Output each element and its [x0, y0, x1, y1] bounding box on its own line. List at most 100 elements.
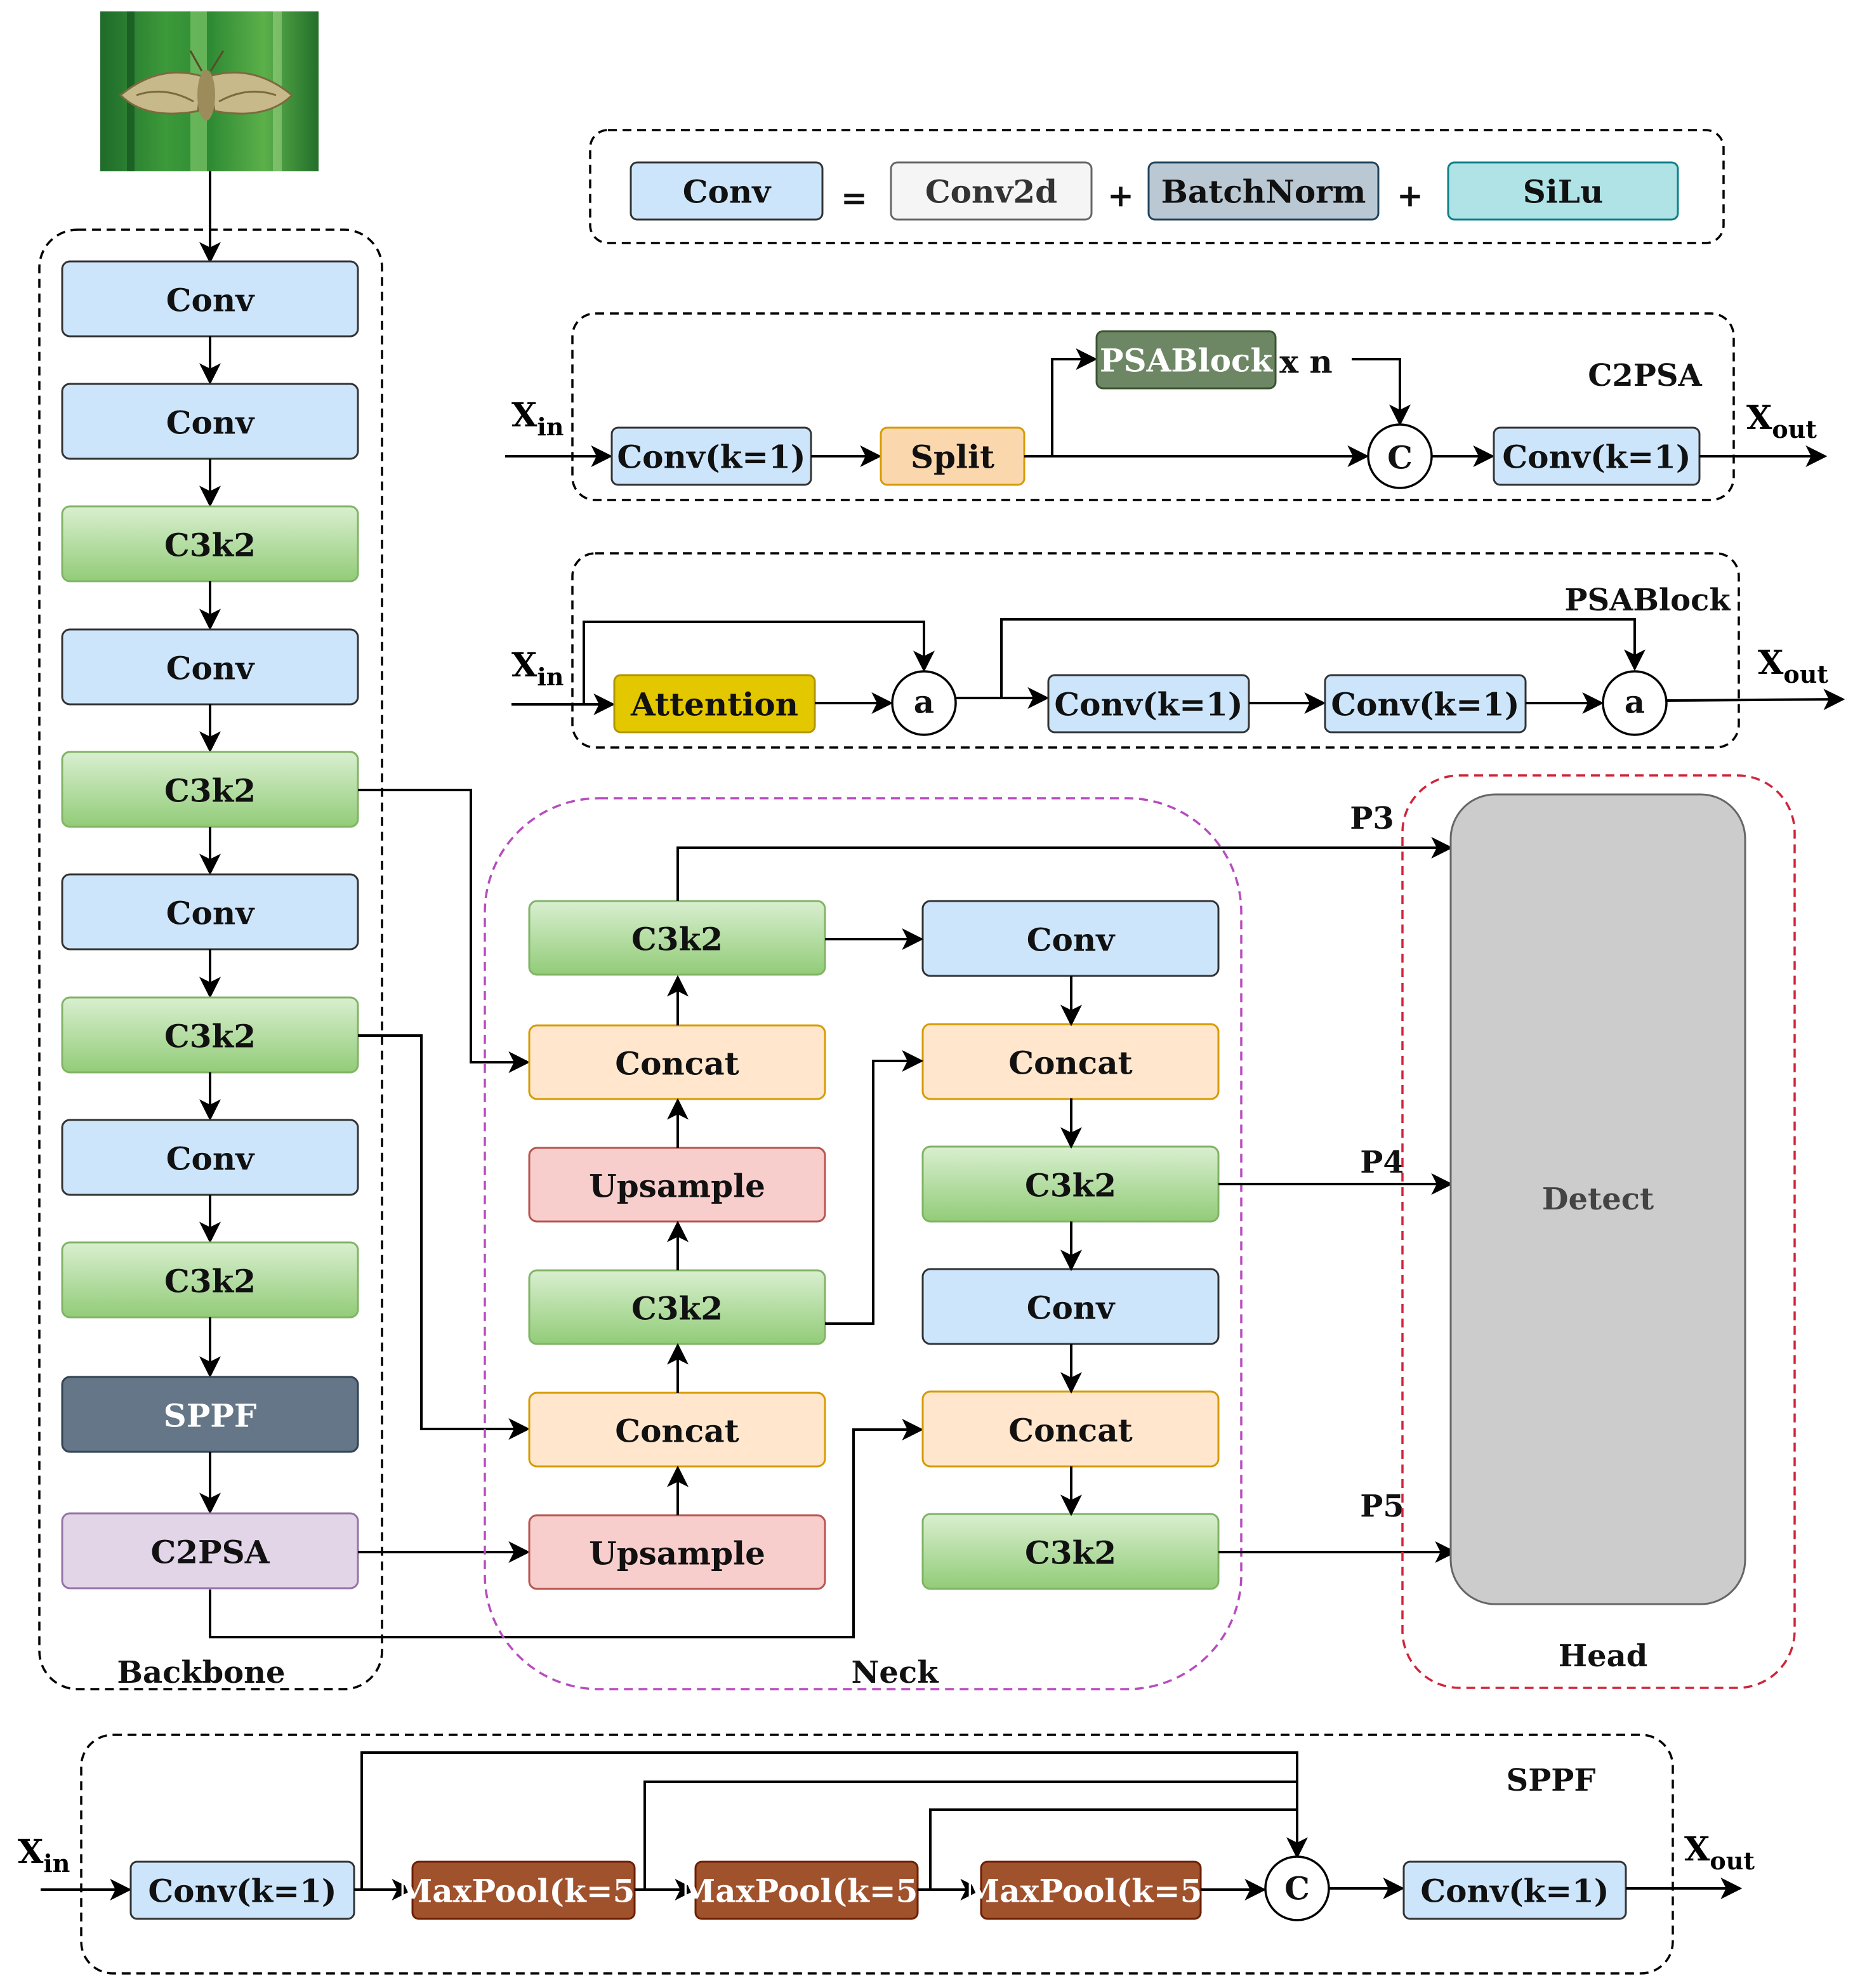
head-title: Head: [1559, 1638, 1648, 1674]
neck-left-upsample-3-label: Upsample: [589, 1168, 765, 1205]
sppf-skip-pool2-wire: [929, 1808, 1297, 1890]
backbone-c3k2-block-7-label: C3k2: [164, 1018, 256, 1055]
neck-right-conv-4-label: Conv: [1027, 1289, 1116, 1327]
neck-right-concat-5-label: Concat: [1008, 1412, 1132, 1449]
sppf-detail-frame: [80, 1734, 1674, 1975]
c2psa-conv-in: Conv(k=1): [610, 426, 812, 486]
backbone-c3k2-block-9: C3k2: [61, 1241, 359, 1319]
svg-text:PSABlock: PSABlock: [1100, 342, 1274, 379]
svg-text:Conv(k=1): Conv(k=1): [617, 438, 805, 476]
head-frame: [1401, 774, 1796, 1689]
neck-left-upsample-3: Upsample: [528, 1147, 826, 1223]
svg-text:Attention: Attention: [630, 686, 798, 723]
neck-left-upsample-6: Upsample: [528, 1514, 826, 1590]
neck-right-concat-2: Concat: [921, 1023, 1220, 1100]
p4-label: P4: [1360, 1145, 1404, 1180]
svg-text:a: a: [1625, 683, 1645, 721]
neck-left-concat-2: Concat: [528, 1024, 826, 1100]
detect-block: [1449, 793, 1746, 1605]
backbone-c3k2-block-9-label: C3k2: [164, 1263, 256, 1300]
c2psa-psablock-to-concat-wire: [1352, 358, 1411, 426]
neck-right-conv-1-label: Conv: [1027, 921, 1116, 959]
backbone-sppf-block-10: SPPF: [61, 1376, 359, 1453]
backbone-conv-block-6-label: Conv: [166, 895, 255, 932]
neck-right-concat-2-label: Concat: [1008, 1044, 1132, 1082]
sppf-conv-out: Conv(k=1): [1402, 1860, 1627, 1920]
svg-text:MaxPool(k=5): MaxPool(k=5): [965, 1873, 1217, 1910]
c2psa-split-to-psablock-wire: [1024, 348, 1098, 458]
backbone-conv-block-2: Conv: [61, 383, 359, 460]
sppf-skip-pool1-wire: [643, 1781, 1297, 1890]
psablock-conv-2: Conv(k=1): [1324, 674, 1527, 734]
neck-c3k2-to-concat-right-wire: [825, 1050, 924, 1325]
svg-text:Split: Split: [911, 438, 994, 476]
neck-left-concat-5-label: Concat: [615, 1412, 739, 1450]
backbone-conv-block-4: Conv: [61, 628, 359, 706]
c2psa-repeat-label: x n: [1279, 343, 1333, 381]
p3-label: P3: [1350, 801, 1394, 836]
neck-left-c3k2-4-label: C3k2: [631, 1290, 723, 1327]
backbone-conv-block-8: Conv: [61, 1119, 359, 1196]
legend-conv: Conv: [630, 161, 824, 221]
sppf-conv-in: Conv(k=1): [129, 1860, 355, 1920]
neck-right-c3k2-6-label: C3k2: [1025, 1534, 1116, 1572]
sppf-maxpool-3: MaxPool(k=5): [965, 1860, 1217, 1920]
backbone-blocks: ConvConvC3k2ConvC3k2ConvC3k2ConvC3k2SPPF…: [61, 260, 359, 1590]
legend-frame: [589, 129, 1725, 244]
backbone-c3k2-p3-wire: [358, 789, 531, 1073]
neck-left-concat-5: Concat: [528, 1392, 826, 1468]
psablock-detail-frame: [571, 552, 1740, 749]
psablock-add-node-1: a: [891, 670, 957, 736]
c2psa-psablock: PSABlock: [1095, 330, 1277, 390]
sppf-input-label: Xin: [18, 1833, 70, 1878]
backbone-conv-block-2-label: Conv: [166, 404, 255, 442]
psablock-output-label: Xout: [1758, 643, 1828, 688]
psablock-output-arrow: [1666, 688, 1845, 711]
backbone-c3k2-block-3-label: C3k2: [164, 527, 256, 564]
svg-text:Conv: Conv: [683, 173, 772, 211]
svg-text:C: C: [1387, 439, 1413, 477]
neck-title: Neck: [852, 1655, 940, 1690]
psablock-input-label: Xin: [511, 646, 564, 691]
sppf-concat-node: C: [1264, 1855, 1330, 1921]
backbone-c3k2-block-3: C3k2: [61, 505, 359, 583]
backbone-c3k2-block-5-label: C3k2: [164, 772, 256, 810]
svg-text:MaxPool(k=5): MaxPool(k=5): [680, 1873, 933, 1910]
backbone-conv-block-1-label: Conv: [166, 282, 255, 319]
p5-label: P5: [1360, 1489, 1404, 1524]
backbone-title: Backbone: [117, 1655, 285, 1690]
neck-right-concat-5: Concat: [921, 1390, 1220, 1468]
backbone-conv-block-6: Conv: [61, 873, 359, 951]
svg-text:Conv2d: Conv2d: [925, 173, 1057, 211]
neck-right-c3k2-6: C3k2: [921, 1513, 1220, 1590]
psablock-skip2-wire: [1000, 618, 1646, 698]
neck-right-c3k2-3-label: C3k2: [1025, 1167, 1116, 1204]
neck-frame: [484, 797, 1243, 1690]
legend-silu: SiLu: [1447, 161, 1679, 221]
neck-right-c3k2-3: C3k2: [921, 1145, 1220, 1223]
psablock-conv-1: Conv(k=1): [1047, 674, 1250, 734]
moth-icon: [119, 50, 294, 121]
c2psa-detail-frame: [571, 312, 1735, 501]
backbone-c3k2-block-5: C3k2: [61, 751, 359, 828]
neck-left-concat-2-label: Concat: [615, 1045, 739, 1083]
c2psa-concat-node: C: [1367, 423, 1433, 489]
neck-left-c3k2-1-label: C3k2: [631, 921, 723, 958]
detect-label: Detect: [1542, 1182, 1654, 1217]
svg-text:Conv(k=1): Conv(k=1): [1054, 686, 1243, 723]
neck-left-upsample-6-label: Upsample: [589, 1535, 765, 1572]
legend-equals: =: [841, 180, 867, 217]
neck-right-conv-1: Conv: [921, 900, 1220, 977]
c2psa-input-label: Xin: [511, 396, 564, 441]
svg-text:MaxPool(k=5): MaxPool(k=5): [397, 1873, 650, 1910]
psablock-skip1-wire: [583, 621, 935, 704]
backbone-conv-block-1: Conv: [61, 260, 359, 338]
sppf-skip-conv-wire: [360, 1751, 1308, 1890]
c2psa-conv-out: Conv(k=1): [1493, 426, 1701, 486]
neck-right-conv-4: Conv: [921, 1268, 1220, 1345]
legend-plus-2: +: [1397, 177, 1423, 214]
backbone-c2psa-block-11: C2PSA: [61, 1512, 359, 1590]
sppf-detail-title: SPPF: [1507, 1763, 1596, 1798]
backbone-c3k2-p4-wire: [358, 1034, 531, 1440]
